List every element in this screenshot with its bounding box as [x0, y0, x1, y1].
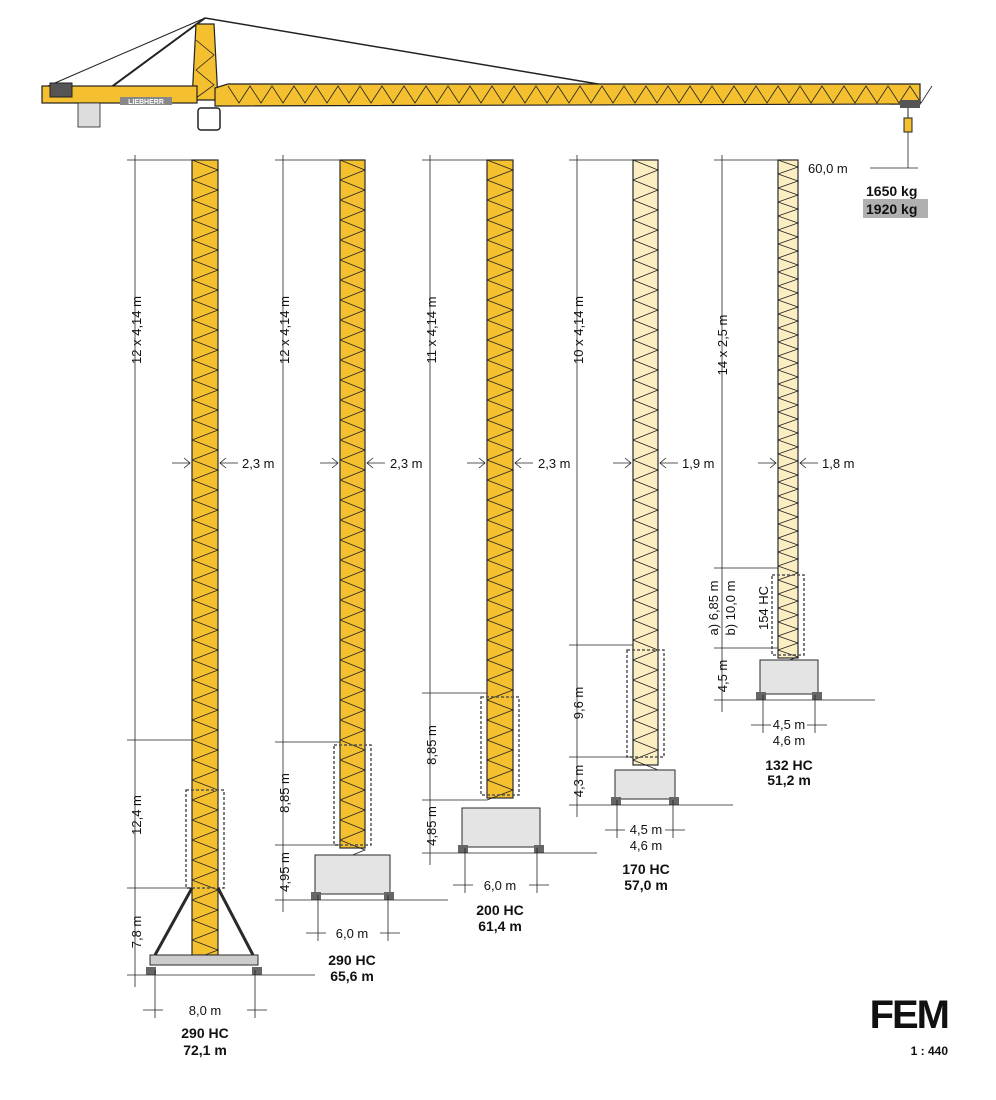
climbing-sleeve [626, 649, 665, 758]
mast-lattice [339, 159, 367, 861]
lower-label: 8,85 m [277, 773, 292, 813]
base-label: 4,95 m [277, 852, 292, 892]
crane-height: 65,6 m [330, 968, 374, 984]
width-label: 2,3 m [242, 456, 275, 471]
counterweight [77, 102, 101, 128]
crane-name: 290 HC [328, 952, 375, 968]
climbing-sleeve [333, 744, 372, 846]
crane-name: 200 HC [476, 902, 523, 918]
footprint-label-a: 4,5 m [773, 717, 806, 732]
mast-label: 10 x 4,14 m [571, 296, 586, 364]
width-arrows [758, 457, 818, 469]
footprint-label-b: 4,6 m [630, 838, 663, 853]
footprint-label: 8,0 m [189, 1003, 222, 1018]
bogie [611, 797, 621, 805]
bogie [669, 797, 679, 805]
crane-4 [569, 155, 733, 838]
bogie [311, 892, 321, 900]
jib [214, 83, 921, 107]
mast-section [486, 159, 514, 799]
base-label: 4,3 m [571, 765, 586, 798]
crane-name: 290 HC [181, 1025, 228, 1041]
bogie [756, 692, 766, 700]
base-strut [153, 887, 255, 956]
crane-name: 132 HC [765, 757, 812, 773]
mast-section [632, 159, 659, 766]
climbing-sleeve [480, 696, 520, 796]
mast-label: 14 x 2,5 m [715, 315, 730, 376]
crane-5 [714, 155, 875, 733]
width-arrows [320, 457, 385, 469]
width-arrows [613, 457, 678, 469]
width-arrows [172, 457, 238, 469]
crane-height: 57,0 m [624, 877, 668, 893]
lower-label: 9,6 m [571, 687, 586, 720]
mast-lattice [777, 159, 800, 665]
bogie [534, 845, 544, 853]
climbing-sleeve [185, 789, 225, 889]
width-label: 2,3 m [538, 456, 571, 471]
crane-height: 61,4 m [478, 918, 522, 934]
lower-label: 12,4 m [129, 795, 144, 835]
load-primary: 1650 kg [866, 183, 917, 199]
crane-height: 72,1 m [183, 1042, 227, 1058]
footprint-dimension [605, 800, 685, 838]
footprint-label-a: 4,5 m [630, 822, 663, 837]
crane-name: 170 HC [622, 861, 669, 877]
base-label: 4,85 m [424, 806, 439, 846]
mast-label: 12 x 4,14 m [277, 296, 292, 364]
base-label: 4,5 m [715, 660, 730, 693]
mast-label: 12 x 4,14 m [129, 296, 144, 364]
footprint-label-b: 4,6 m [773, 733, 806, 748]
climbing-sleeve [771, 574, 805, 656]
mast-lattice [486, 159, 515, 801]
brand-label: LIEBHERR [128, 99, 164, 106]
bogie [252, 967, 262, 975]
width-arrows [467, 457, 533, 469]
ballast-block [614, 769, 676, 800]
ballast-block [759, 659, 819, 695]
footprint-label: 6,0 m [336, 926, 369, 941]
bogie [146, 967, 156, 975]
crane-2 [275, 155, 448, 941]
jib-radius: 60,0 m [808, 161, 848, 176]
mast-label: 11 x 4,14 m [424, 297, 439, 364]
crane-1 [127, 155, 315, 1018]
lower-label-b: b) 10,0 m [723, 581, 738, 636]
scale-label: 1 : 440 [911, 1044, 949, 1058]
crane-3 [422, 155, 597, 893]
footprint-dimension [751, 695, 827, 733]
footprint-dimension [453, 848, 549, 893]
lower-label: 8,85 m [424, 725, 439, 765]
dimension-labels: 12 x 4,14 m 2,3 m 12,4 m 7,8 m 8,0 m 290… [129, 296, 855, 1058]
cross-base [149, 954, 259, 966]
crane-height: 51,2 m [767, 772, 811, 788]
fem-logo: FEM [870, 993, 948, 1037]
mast-section [191, 159, 219, 956]
bogie [384, 892, 394, 900]
crane-masts [127, 155, 875, 1018]
load-secondary-bg [863, 199, 928, 218]
ballast-block [461, 807, 541, 848]
width-label: 1,8 m [822, 456, 855, 471]
ballast-block [314, 854, 391, 895]
bogie [812, 692, 822, 700]
width-label: 2,3 m [390, 456, 423, 471]
operator-cab [197, 107, 221, 131]
footprint-dimension [143, 970, 267, 1018]
lower-label-a: a) 6,85 m [706, 581, 721, 636]
crane-top: LIEBHERR 60,0 m 1650 kg 1920 kg [41, 17, 933, 218]
load-secondary: 1920 kg [866, 201, 917, 217]
lower-section-label: 154 HC [756, 586, 771, 630]
footprint-label: 6,0 m [484, 878, 517, 893]
bogie [458, 845, 468, 853]
width-label: 1,9 m [682, 456, 715, 471]
base-label: 7,8 m [129, 916, 144, 949]
footprint-dimension [306, 895, 400, 941]
